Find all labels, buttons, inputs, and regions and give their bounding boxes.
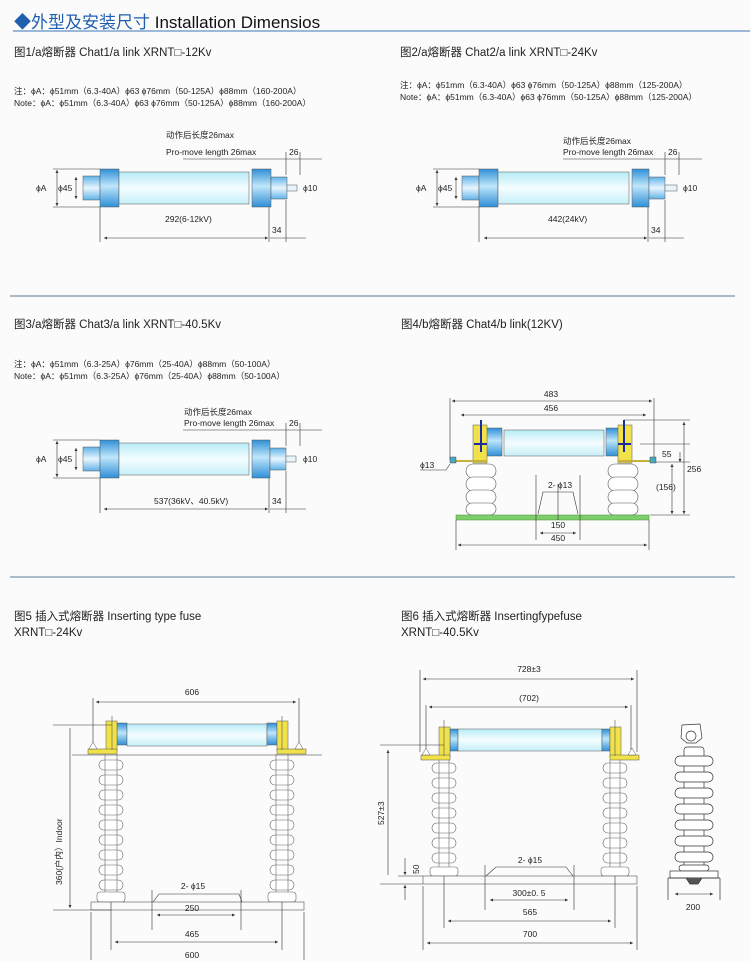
dim-700: 700 [523,929,537,939]
dim-height: 527±3 [376,801,386,825]
figure-2-diagram: 动作后长度26max Pro-move length 26max 26 ϕA ϕ… [416,136,702,242]
dim-150: 150 [551,520,565,530]
fuse-link-drawing [116,722,278,747]
figure-2-note-en: Note：ϕA：ϕ51mm（6.3-40A）ϕ63 ϕ76mm（50-125A）… [400,92,697,102]
figure-5-caption-line2: XRNT□-24Kv [14,627,83,639]
dim-200: 200 [686,902,700,912]
dim-phi-45: ϕ45 [438,183,452,193]
base-plate [90,901,305,911]
dim-holes: 2- ϕ15 [181,881,205,891]
dim-holes: 2- ϕ13 [548,480,572,490]
figure-2-caption: 图2/a熔断器 Chat2/a link XRNT□-24Kv [400,47,598,59]
fuse-link-drawing [82,439,297,479]
figure-5-caption-line1: 图5 插入式熔断器 Inserting type fuse [14,611,202,623]
promove-label-cn: 动作后长度26max [184,407,253,417]
figure-3-caption: 图3/a熔断器 Chat3/a link XRNT□-40.5Kv [14,319,221,331]
dim-26: 26 [289,147,299,157]
right-bracket [617,420,657,464]
figure-6-diagram: 728±3 (702) 527±3 5 [376,664,721,950]
dim-length: 442(24kV) [548,214,587,224]
promove-label-en: Pro-move length 26max [166,147,257,157]
dim-34: 34 [272,225,282,235]
dim-250: 250 [185,903,199,913]
dim-holes: 2- ϕ15 [518,855,542,865]
left-bracket [449,420,488,464]
dim-26: 26 [289,418,299,428]
dim-300: 300±0. 5 [512,888,545,898]
dim-26: 26 [668,147,678,157]
fuse-link-drawing [479,427,629,457]
section-divider [10,295,735,297]
dim-phi-a: ϕA [36,454,47,464]
figure-1-note-en: Note：ϕA：ϕ51mm（6.3-40A）ϕ63 ϕ76mm（50-125A）… [14,98,311,108]
dim-55: 55 [662,449,672,459]
header-underline [13,30,750,32]
figure-4-caption: 图4/b熔断器 Chat4/b link(12KV) [401,319,563,331]
figure-3-note-cn: 注：ϕA：ϕ51mm（6.3-25A）ϕ76mm（25-40A）ϕ88mm（50… [14,359,276,369]
dim-50: 50 [411,864,421,874]
dim-phi-45: ϕ45 [58,454,72,464]
page-title-cn: ◆外型及安装尺寸 [14,13,150,32]
figure-4-diagram: 483 456 55 256 (156) [420,389,701,550]
dim-728: 728±3 [517,664,541,674]
dim-465: 465 [185,929,199,939]
dim-phi-a: ϕA [36,183,47,193]
fuse-link-drawing [461,168,678,208]
dim-length: 292(6-12kV) [165,214,212,224]
dim-phi-13: ϕ13 [420,460,434,470]
figure-5-diagram: 606 360(户内）Indoor 2- ϕ1 [53,687,322,960]
dim-483: 483 [544,389,558,399]
right-bracket [276,716,307,755]
base-plate [455,514,650,521]
dim-34: 34 [272,496,282,506]
left-insulator [96,754,126,903]
left-insulator [429,760,459,877]
dim-565: 565 [523,907,537,917]
figure-3-diagram: 动作后长度26max Pro-move length 26max 26 ϕA ϕ… [36,407,322,513]
figure-6-caption-line2: XRNT□-40.5Kv [401,627,479,639]
promove-label-en: Pro-move length 26max [563,147,654,157]
base-plate [422,875,638,885]
figure-3-note-en: Note：ϕA：ϕ51mm（6.3-25A）ϕ76mm（25-40A）ϕ88mm… [14,371,285,381]
dim-phi-45: ϕ45 [58,183,72,193]
dim-phi-10: ϕ10 [303,183,317,193]
dim-34: 34 [651,225,661,235]
dim-600: 600 [185,950,199,960]
dim-phi-a: ϕA [416,183,427,193]
promove-label-cn: 动作后长度26max [166,130,235,140]
right-insulator [607,463,639,516]
dim-256: 256 [687,464,701,474]
fuse-link-drawing [82,168,298,208]
left-insulator [465,463,497,516]
right-insulator [267,754,297,903]
dim-height: 360(户内）Indoor [54,818,64,885]
fuse-link-drawing [449,728,611,752]
dim-606: 606 [185,687,199,697]
figure-1-note-cn: 注：ϕA：ϕ51mm（6.3-40A）ϕ63 ϕ76mm（50-125A）ϕ88… [14,86,302,96]
right-bracket [609,720,640,761]
figure-1-diagram: 动作后长度26max Pro-move length 26max 26 ϕA ϕ… [36,130,322,242]
left-bracket [420,720,451,761]
dim-phi-10: ϕ10 [683,183,697,193]
figure-2-note-cn: 注：ϕA：ϕ51mm（6.3-40A）ϕ63 ϕ76mm（50-125A）ϕ88… [400,80,688,90]
side-view-insulator [667,723,721,900]
dim-702: (702) [519,693,539,703]
dim-length: 537(36kV、40.5kV) [154,496,228,506]
page-title-en: Installation Dimensios [154,13,321,32]
dim-450: 450 [551,533,565,543]
dim-phi-10: ϕ10 [303,454,317,464]
figure-1-caption: 图1/a熔断器 Chat1/a link XRNT□-12Kv [14,47,212,59]
figure-6-caption-line1: 图6 插入式熔断器 Insertingfypefuse [401,611,582,623]
promove-label-cn: 动作后长度26max [563,136,632,146]
dim-156: (156) [656,482,676,492]
right-insulator [600,760,630,877]
left-bracket [87,716,118,755]
section-divider [10,576,735,578]
page-title: ◆外型及安装尺寸 Installation Dimensios [14,8,320,33]
dim-456: 456 [544,403,558,413]
promove-label-en: Pro-move length 26max [184,418,275,428]
